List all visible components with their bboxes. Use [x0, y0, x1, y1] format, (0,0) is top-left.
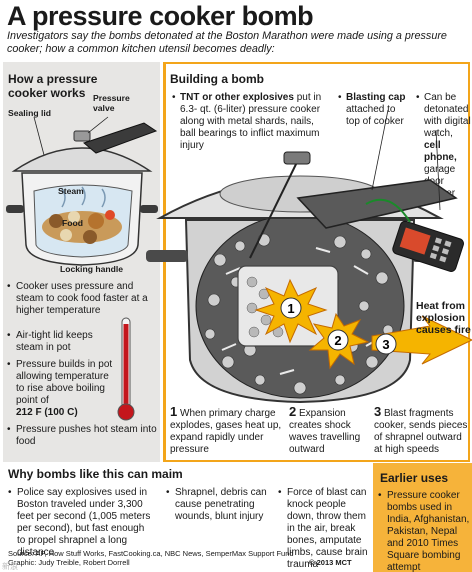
- page-subtitle: Investigators say the bombs detonated at…: [7, 30, 447, 55]
- blasting-cap-note: •Blasting cap attached to top of cooker: [338, 92, 406, 127]
- bomb-cooker-illustration: 1 2 3: [146, 109, 472, 404]
- earlier-uses-panel: [373, 463, 472, 572]
- page-title: A pressure cooker bomb: [7, 1, 314, 31]
- thermometer-icon: [117, 317, 135, 421]
- earlier-uses-text: •Pressure cooker bombs used in India, Af…: [378, 490, 470, 572]
- why-bullet: •Police say explosives used in Boston tr…: [8, 487, 151, 558]
- why-heading: Why bombs like this can maim: [8, 467, 183, 481]
- why-bullet: •Shrapnel, debris can cause penetrating …: [166, 487, 267, 522]
- how-it-works-heading: How a pressure cooker works: [8, 72, 98, 100]
- how-bullet: •Air-tight lid keeps steam in pot: [7, 330, 93, 353]
- sealing-lid-label: Sealing lid: [8, 108, 51, 118]
- step-3: 3 Blast fragments cooker, sends pieces o…: [374, 404, 468, 455]
- earlier-uses-heading: Earlier uses: [380, 471, 449, 485]
- step-1: 1 When primary charge explodes, gases he…: [170, 404, 282, 455]
- how-bullet: •Cooker uses pressure and steam to cook …: [7, 281, 148, 316]
- svg-text:3: 3: [382, 337, 389, 352]
- small-cooker-illustration: [6, 116, 158, 266]
- food-label: Food: [62, 218, 83, 228]
- heat-from-explosion-label: Heat from explosion causes fire: [416, 300, 471, 336]
- steam-label: Steam: [58, 186, 84, 196]
- step-2: 2 Expansion creates shock waves travelli…: [289, 404, 361, 455]
- svg-text:1: 1: [287, 301, 294, 316]
- copyright: © 2013 MCT: [309, 558, 352, 567]
- svg-text:2: 2: [334, 333, 341, 348]
- tnt-note: •TNT or other explosives put in 6.3- qt.…: [172, 92, 322, 151]
- source-credit: Source: AP, How Stuff Works, FastCooking…: [8, 549, 294, 567]
- building-heading: Building a bomb: [170, 72, 264, 86]
- pressure-valve-label: Pressure valve: [93, 93, 130, 113]
- why-bullet: •Force of blast can knock people down, t…: [278, 487, 368, 570]
- boiling-point-value: 212 F (100 C): [16, 407, 78, 418]
- watermark: 新浪: [2, 562, 18, 571]
- locking-handle-label: Locking handle: [60, 264, 124, 274]
- how-bullet: •Pressure builds in pot allowing tempera…: [7, 359, 113, 406]
- how-bullet: •Pressure pushes hot steam into food: [7, 424, 157, 447]
